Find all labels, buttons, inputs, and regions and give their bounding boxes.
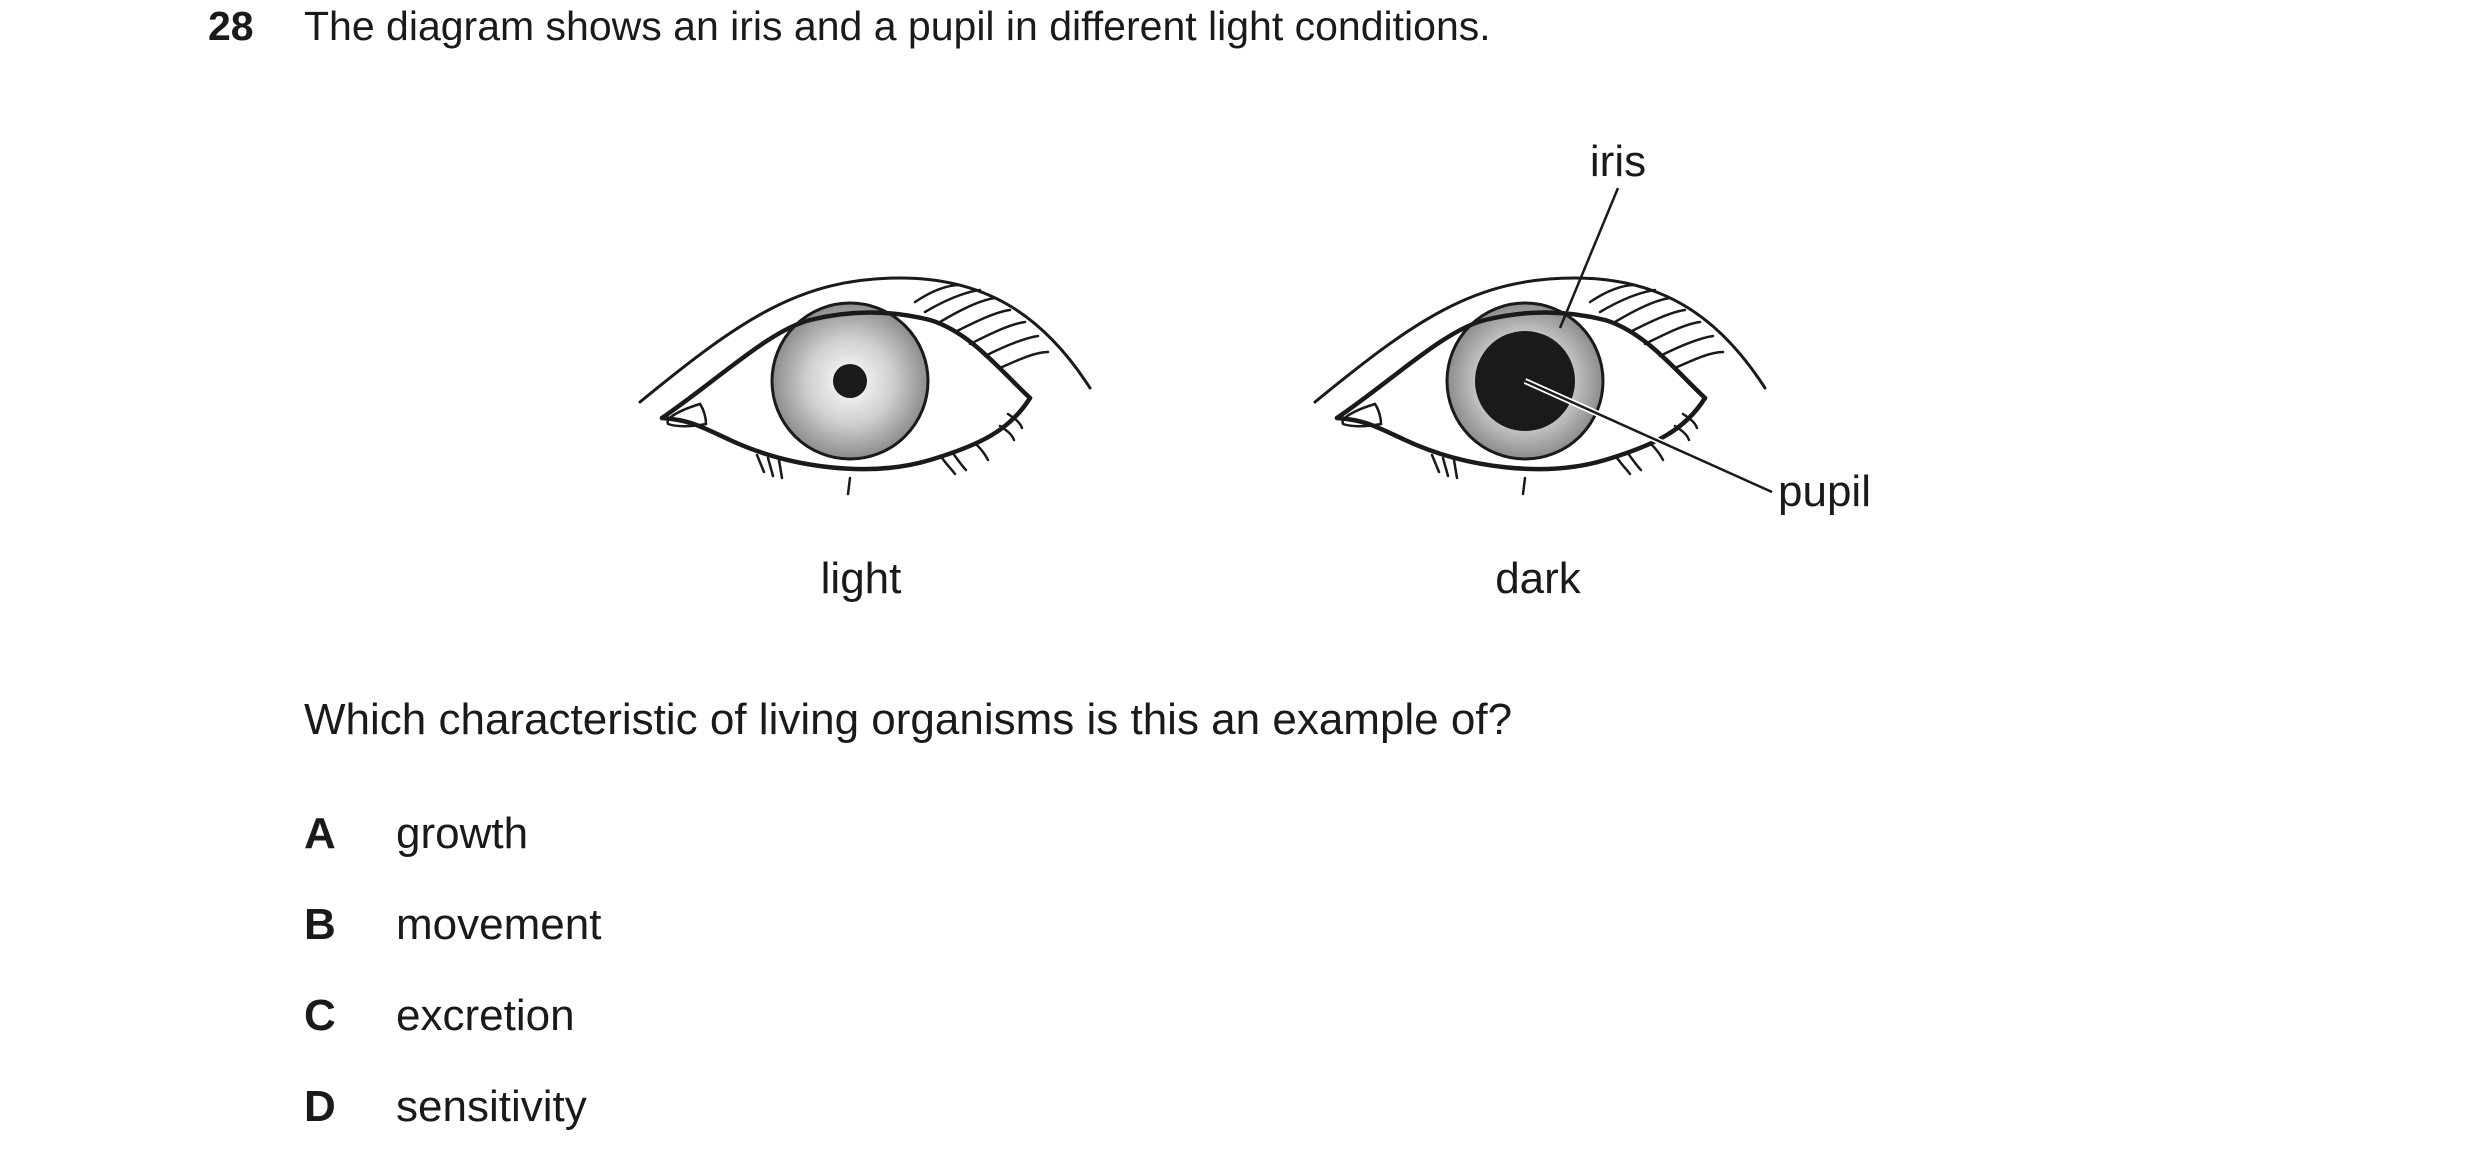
light-pupil xyxy=(833,364,867,398)
dark-label: dark xyxy=(1495,554,1582,603)
option-letter: D xyxy=(304,1082,336,1131)
option-text: sensitivity xyxy=(396,1082,587,1131)
question-number: 28 xyxy=(208,3,254,49)
pupil-label: pupil xyxy=(1778,467,1871,516)
eye-diagram: iris pupil light dark xyxy=(638,137,1871,603)
question-prompt: Which characteristic of living organisms… xyxy=(304,695,1513,744)
option-letter: B xyxy=(304,900,336,949)
option-text: excretion xyxy=(396,991,575,1040)
option-text: growth xyxy=(396,809,529,858)
question-text: The diagram shows an iris and a pupil in… xyxy=(304,3,1491,49)
iris-label: iris xyxy=(1590,137,1646,186)
pupil-leader-line-inner xyxy=(1524,379,1773,494)
option-text: movement xyxy=(396,900,602,949)
iris-leader-line xyxy=(1558,187,1620,329)
option-letter: C xyxy=(304,991,336,1040)
light-label: light xyxy=(821,554,902,603)
option-letter: A xyxy=(304,809,336,858)
